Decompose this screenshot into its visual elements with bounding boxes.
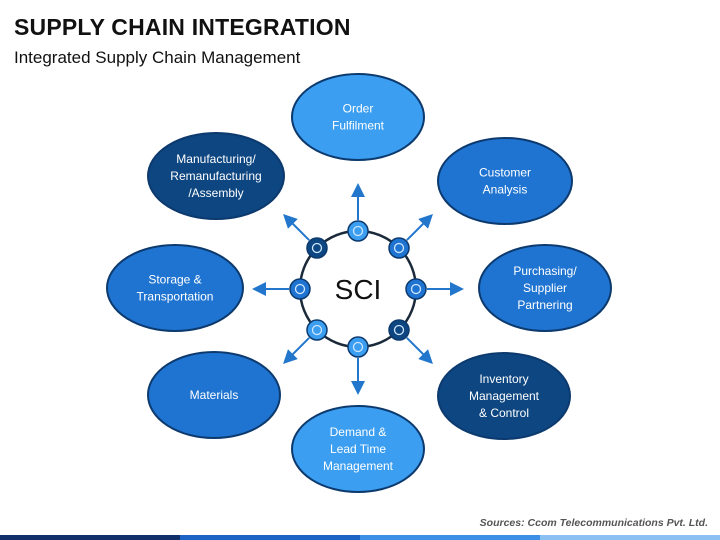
connector-purchasing <box>405 278 427 300</box>
connector-inner-customer-analysis <box>393 242 405 254</box>
nodes-layer: OrderFulfilmentCustomerAnalysisPurchasin… <box>106 73 612 493</box>
connector-inner-manufacturing <box>311 242 323 254</box>
node-label-customer-analysis: Customer <box>479 166 531 180</box>
node-label-manufacturing: Manufacturing/ <box>176 152 256 166</box>
node-label-purchasing: Purchasing/ <box>513 264 577 278</box>
node-label-order-fulfilment: Order <box>343 102 374 116</box>
node-label-manufacturing: /Assembly <box>188 186 243 200</box>
node-shape-order-fulfilment <box>291 73 425 161</box>
bottom-bar-segment <box>540 535 720 540</box>
connector-storage <box>289 278 311 300</box>
node-shape-storage <box>106 244 244 332</box>
node-label-purchasing: Partnering <box>517 298 572 312</box>
node-shape-customer-analysis <box>437 137 573 225</box>
arrow-inventory <box>406 337 433 364</box>
connector-inventory <box>388 319 410 341</box>
node-shape-purchasing <box>478 244 612 332</box>
connector-inner-purchasing <box>410 283 422 295</box>
node-label-inventory: Management <box>469 389 540 403</box>
connectors-layer <box>289 220 427 358</box>
connector-inner-inventory <box>393 324 405 336</box>
source-note: Sources: Ccom Telecommunications Pvt. Lt… <box>479 517 708 529</box>
arrows-layer <box>252 183 464 395</box>
node-label-purchasing: Supplier <box>523 281 567 295</box>
connector-inner-materials <box>311 324 323 336</box>
bottom-accent-bar <box>0 535 720 540</box>
node-shape-demand <box>291 405 425 493</box>
connector-inner-order-fulfilment <box>352 225 364 237</box>
connector-materials <box>306 319 328 341</box>
node-materials: Materials <box>147 351 281 439</box>
node-label-demand: Demand & <box>330 425 387 439</box>
bottom-bar-segment <box>0 535 180 540</box>
node-shape-inventory <box>437 352 571 440</box>
node-shape-materials <box>147 351 281 439</box>
connector-demand <box>347 336 369 358</box>
connector-manufacturing <box>306 237 328 259</box>
node-label-order-fulfilment: Fulfilment <box>332 119 385 133</box>
center-label: SCI <box>335 274 382 305</box>
node-label-inventory: & Control <box>479 406 529 420</box>
bottom-bar-segment <box>180 535 360 540</box>
bottom-bar-segment <box>360 535 540 540</box>
node-shape-manufacturing <box>147 132 285 220</box>
connector-order-fulfilment <box>347 220 369 242</box>
node-storage: Storage & Transportation <box>106 244 244 332</box>
arrow-customer-analysis <box>406 214 433 241</box>
node-label-manufacturing: Remanufacturing <box>170 169 261 183</box>
node-label-storage: Storage & <box>148 273 201 287</box>
arrow-materials <box>283 337 310 364</box>
page-title: SUPPLY CHAIN INTEGRATION <box>14 14 351 40</box>
node-manufacturing: Manufacturing/Remanufacturing/Assembly <box>147 132 285 220</box>
connector-inner-demand <box>352 341 364 353</box>
connector-customer-analysis <box>388 237 410 259</box>
node-label-demand: Management <box>323 459 394 473</box>
node-label-materials: Materials <box>190 388 239 402</box>
node-label-storage: Transportation <box>137 290 214 304</box>
node-label-demand: Lead Time <box>330 442 386 456</box>
node-label-customer-analysis: Analysis <box>483 183 528 197</box>
node-label-inventory: Inventory <box>479 372 528 386</box>
page-subtitle: Integrated Supply Chain Management <box>14 48 301 67</box>
connector-inner-storage <box>294 283 306 295</box>
arrow-manufacturing <box>283 214 310 241</box>
